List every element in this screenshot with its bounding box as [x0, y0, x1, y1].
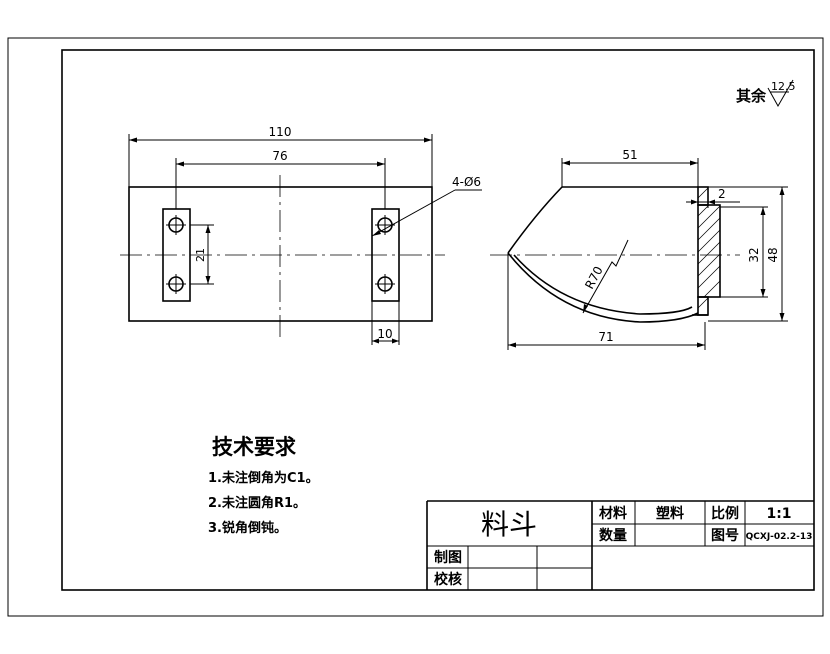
tech-requirement-item: 2.未注圆角R1。 [208, 495, 306, 511]
inner-frame [61, 49, 815, 591]
material-label: 材料 [599, 505, 627, 522]
dim-bottom-length: 71 [598, 330, 613, 344]
part-name: 料斗 [481, 508, 537, 541]
dim-total-height: 48 [766, 247, 780, 262]
radius-leader-line [582, 239, 629, 314]
dim-hole-spacing: 76 [272, 149, 287, 163]
drawing-no-value: QCXJ-02.2-13 [746, 532, 813, 542]
flange-hatching [697, 187, 721, 309]
surface-roughness-note: 其余 12.5 [736, 79, 796, 108]
hopper-slope [507, 186, 563, 254]
hopper-inner-curve [513, 254, 693, 315]
drawing-no-label: 图号 [711, 528, 739, 544]
holes-leader-line [371, 189, 456, 237]
dim-inner-height: 32 [747, 247, 761, 262]
front-view-outline [128, 186, 433, 322]
dim-wall: 2 [718, 187, 726, 201]
dim-slot-width: 10 [377, 327, 392, 341]
dim-overall-width: 110 [269, 125, 292, 139]
dim-vertical-spacing: 21 [194, 248, 207, 262]
roughness-value: 12.5 [771, 80, 796, 93]
scale-label: 比例 [711, 505, 739, 522]
dim-holes-callout: 4-Ø6 [452, 175, 481, 189]
tech-requirements-title: 技术要求 [212, 435, 296, 459]
title-block: 料斗 材料 塑料 比例 1:1 数量 图号 QCXJ-02.2-13 制图 校核 [426, 500, 814, 590]
hopper-outer-curve [507, 252, 699, 323]
dim-top-length: 51 [622, 148, 637, 162]
checked-label: 校核 [434, 571, 462, 588]
drawn-label: 制图 [434, 549, 462, 566]
dim-radius: R70 [582, 264, 605, 291]
front-view: 110 76 21 10 4-Ø6 [120, 125, 482, 345]
tech-requirement-item: 1.未注倒角为C1。 [208, 470, 319, 486]
side-view: 51 2 32 48 R70 71 [490, 148, 788, 350]
quantity-label: 数量 [599, 527, 627, 544]
scale-value: 1:1 [766, 506, 791, 522]
material-value: 塑料 [656, 505, 684, 522]
mounting-flange [697, 204, 721, 298]
roughness-label: 其余 [736, 87, 767, 105]
tech-requirement-item: 3.锐角倒钝。 [208, 520, 287, 536]
outer-border [7, 37, 824, 617]
technical-requirements: 技术要求 1.未注倒角为C1。 2.未注圆角R1。 3.锐角倒钝。 [208, 435, 319, 536]
roughness-symbol-icon [767, 79, 794, 108]
